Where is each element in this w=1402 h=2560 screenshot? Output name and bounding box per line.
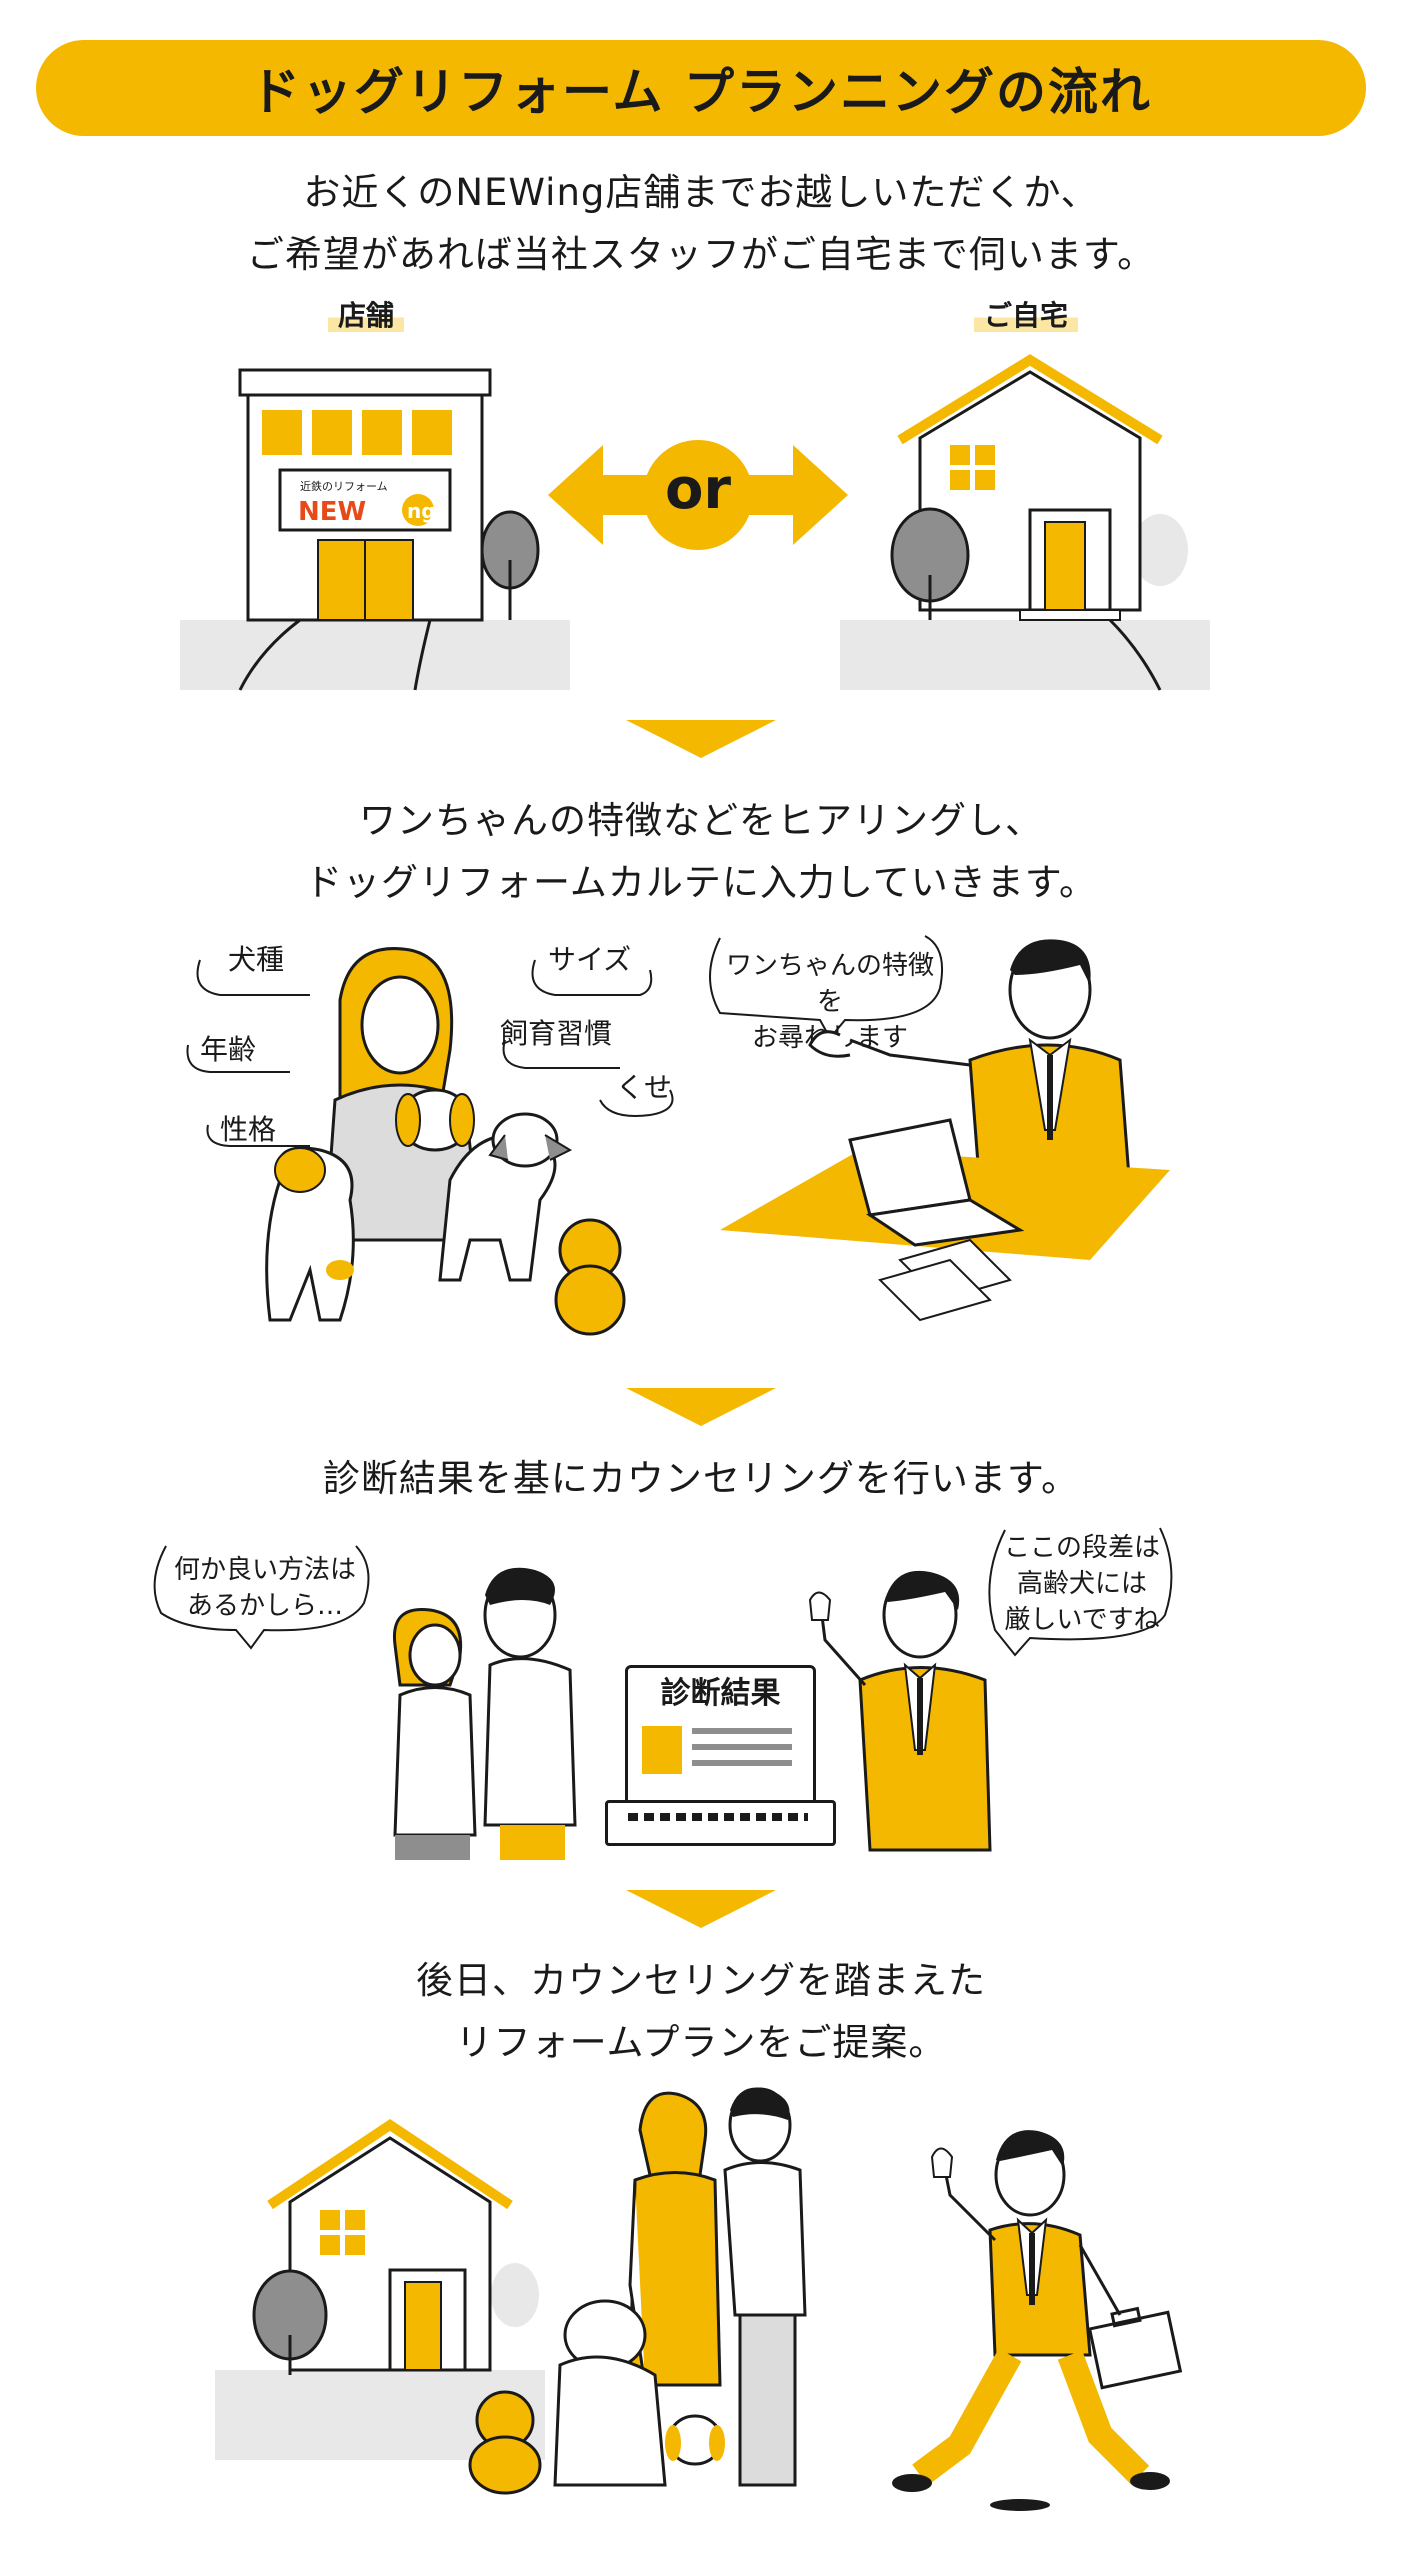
word-breed: 犬種: [228, 943, 285, 976]
down-arrow-2: [626, 1388, 776, 1426]
house-icon: [840, 354, 1210, 691]
diagnosis-line: [692, 1760, 792, 1766]
store-label: 店舗: [328, 300, 405, 332]
briefcase-icon: [1087, 2306, 1183, 2390]
store-icon: 近鉄のリフォーム NEW ng: [180, 368, 570, 691]
step1-text-line1: お近くのNEWing店舗までお越しいただくか、: [303, 171, 1099, 214]
staff-bubble-2-line1: ワンちゃんの特徴を: [725, 951, 934, 1017]
staff-bubble-3-line2: 高齢犬には: [1016, 1569, 1147, 1599]
customer-speech-bubble: [153, 1545, 370, 1650]
family-with-dogs-icon: [468, 2087, 807, 2495]
step2-text-line2: ドッグリフォームカルテに入力していきます。: [304, 861, 1098, 904]
walking-staff-icon: [892, 2130, 1183, 2511]
step2-text-line1: ワンちゃんの特徴などをヒアリングし、: [359, 799, 1043, 842]
customer-bubble-line2: あるかしら…: [186, 1591, 343, 1621]
word-habits: 飼育習慣: [500, 1017, 613, 1050]
laptop-icon: [848, 1118, 1025, 1247]
staff-speech-bubble-2: [709, 935, 944, 1040]
page-title: ドッグリフォーム プランニングの流れ: [36, 40, 1366, 136]
word-size: サイズ: [548, 943, 632, 976]
step1-text-line2: ご希望があれば当社スタッフがご自宅まで伺います。: [246, 233, 1156, 276]
customer-bubble-line1: 何か良い方法は: [173, 1555, 356, 1585]
store-sign-ing: ng: [407, 499, 436, 523]
diagnosis-laptop: 診断結果: [625, 1665, 816, 1806]
word-age: 年齢: [200, 1033, 257, 1066]
store-sign-big: NEW: [298, 497, 366, 527]
staff-pointing-icon: [808, 1570, 992, 1852]
step3-text: 診断結果を基にカウンセリングを行います。: [322, 1457, 1080, 1500]
step2-text: ワンちゃんの特徴などをヒアリングし、 ドッグリフォームカルテに入力していきます。: [0, 790, 1402, 914]
couple-icon: [392, 1567, 577, 1860]
step1-text: お近くのNEWing店舗までお越しいただくか、 ご希望があれば当社スタッフがご自…: [0, 162, 1402, 286]
word-quirks: くせ: [616, 1071, 673, 1104]
down-arrow-1: [626, 720, 776, 758]
double-arrow-icon: [548, 440, 848, 550]
tree-icon: [480, 510, 540, 620]
diagnosis-line: [692, 1728, 792, 1734]
diagnosis-screen-title: 診断結果: [660, 1676, 781, 1711]
diagnosis-image-block: [642, 1726, 682, 1774]
dog-icon: [395, 1088, 475, 1152]
step4-text-line2: リフォームプランをご提案。: [455, 2021, 947, 2064]
diagnosis-laptop-base: [605, 1800, 836, 1846]
store-sign-small: 近鉄のリフォーム: [300, 479, 388, 493]
staff-bubble-3-text: ここの段差は 高齢犬には 厳しいですね: [992, 1530, 1172, 1638]
word-personality: 性格: [220, 1113, 277, 1146]
house-icon: [215, 2118, 545, 2460]
staff-bubble-3-line3: 厳しいですね: [1004, 1605, 1160, 1635]
home-label: ご自宅: [974, 300, 1079, 332]
down-arrow-3: [626, 1890, 776, 1928]
step4-text: 後日、カウンセリングを踏まえた リフォームプランをご提案。: [0, 1950, 1402, 2074]
staff-speech-bubble-3: [988, 1527, 1173, 1657]
woman-icon: [265, 947, 626, 1336]
word-bubble-lines: [186, 959, 674, 1147]
diagnosis-line: [692, 1744, 792, 1750]
or-label: or: [664, 457, 732, 522]
staff-bubble-3-line1: ここの段差は: [1003, 1533, 1160, 1563]
customer-bubble-text: 何か良い方法は あるかしら…: [160, 1552, 370, 1624]
staff-icon: [720, 939, 1170, 1322]
step4-text-line1: 後日、カウンセリングを踏まえた: [416, 1959, 986, 2002]
